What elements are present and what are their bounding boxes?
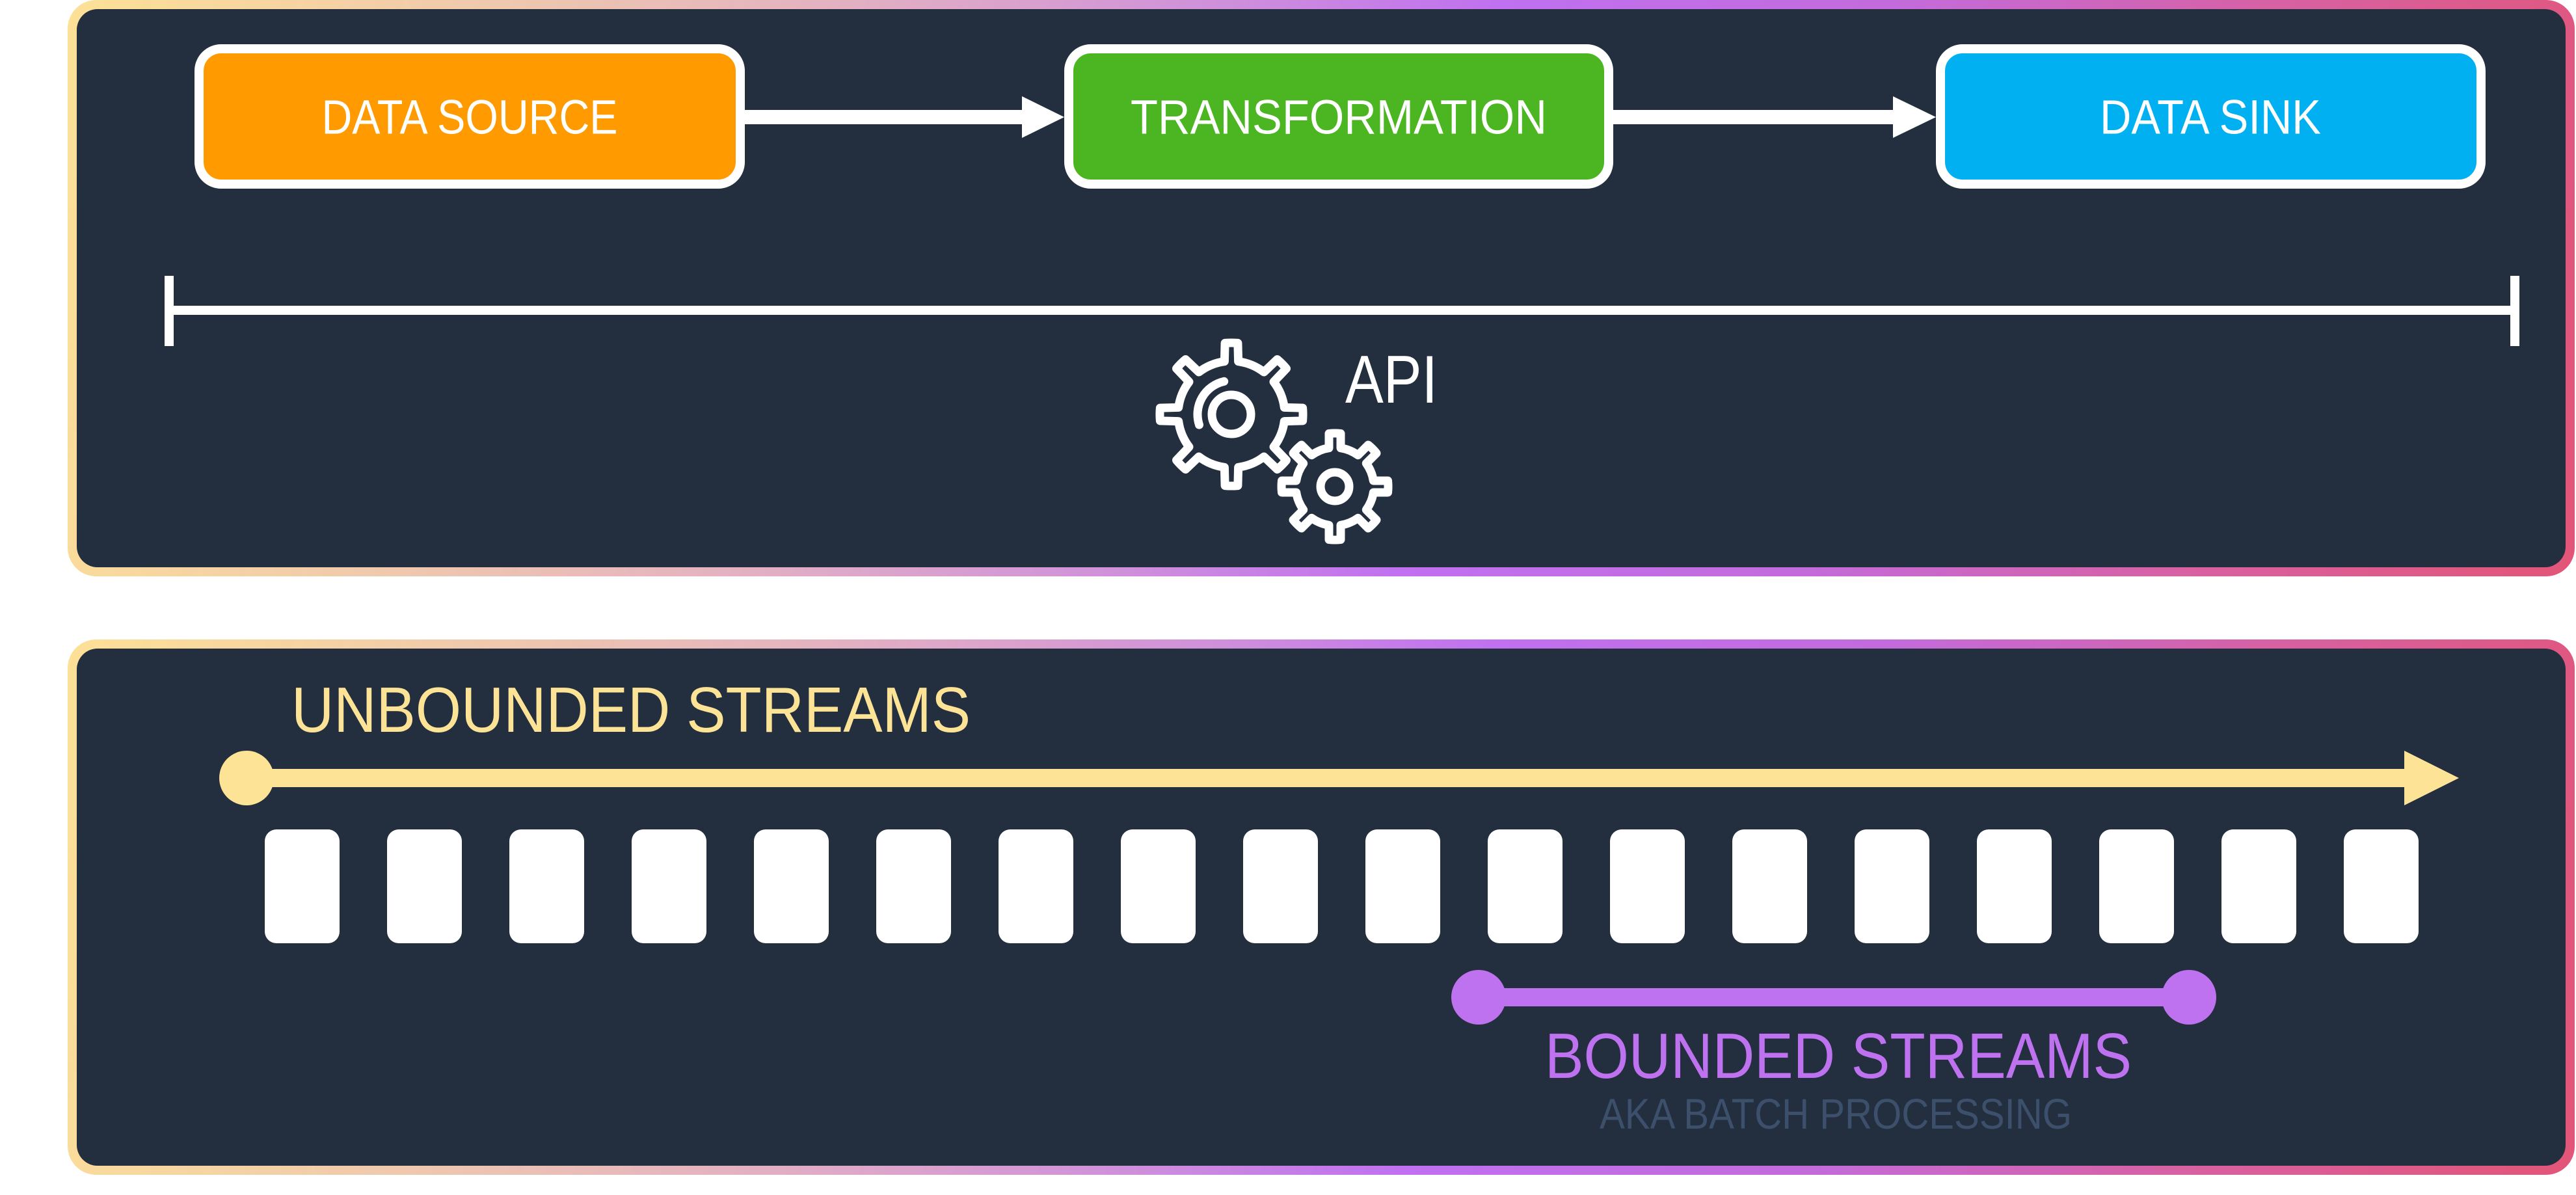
event-block (2099, 829, 2174, 943)
event-block (2344, 829, 2419, 943)
unbounded-arrowhead (2404, 751, 2459, 805)
event-block (387, 829, 462, 943)
api-label: API (1345, 342, 1438, 418)
event-block (999, 829, 1073, 943)
arrow-source-to-transformation (745, 96, 1064, 138)
event-block (265, 829, 340, 943)
gears-icon (1155, 338, 1393, 544)
gear-outline (1155, 338, 1308, 490)
node-data-sink: DATA SINK (1936, 44, 2486, 189)
unbounded-streams-label: UNBOUNDED STREAMS (291, 674, 971, 745)
event-block (754, 829, 829, 943)
bounded-streams-label: BOUNDED STREAMS (1545, 1020, 2132, 1092)
node-label: DATA SINK (2100, 90, 2321, 144)
node-label: DATA SOURCE (322, 90, 618, 144)
batch-processing-subtitle: AKA BATCH PROCESSING (1600, 1090, 2072, 1138)
event-block (1977, 829, 2052, 943)
api-span-bracket (165, 276, 2519, 346)
arrow-transformation-to-sink (1613, 96, 1936, 138)
gear-hub (1207, 390, 1255, 438)
bounded-stream-range (1451, 970, 2216, 1025)
event-block (1488, 829, 1563, 943)
event-block (876, 829, 951, 943)
node-transformation: TRANSFORMATION (1064, 44, 1613, 189)
bounded-end-dot (2162, 970, 2216, 1025)
gear-hub (1316, 468, 1354, 505)
node-box (195, 44, 745, 189)
event-block (1243, 829, 1318, 943)
event-block (1365, 829, 1440, 943)
event-block (1121, 829, 1196, 943)
node-box (1064, 44, 1613, 189)
node-label: TRANSFORMATION (1131, 90, 1547, 144)
node-data-source: DATA SOURCE (195, 44, 745, 189)
event-block (1732, 829, 1807, 943)
node-box (1936, 44, 2486, 189)
event-block (632, 829, 706, 943)
unbounded-stream-arrow (219, 751, 2459, 805)
event-block (509, 829, 584, 943)
event-block (1610, 829, 1685, 943)
gear-motion-arc (1193, 377, 1229, 429)
event-block (1855, 829, 1929, 943)
gear-outline (1277, 429, 1393, 544)
event-block (2221, 829, 2296, 943)
event-blocks (265, 829, 2419, 943)
